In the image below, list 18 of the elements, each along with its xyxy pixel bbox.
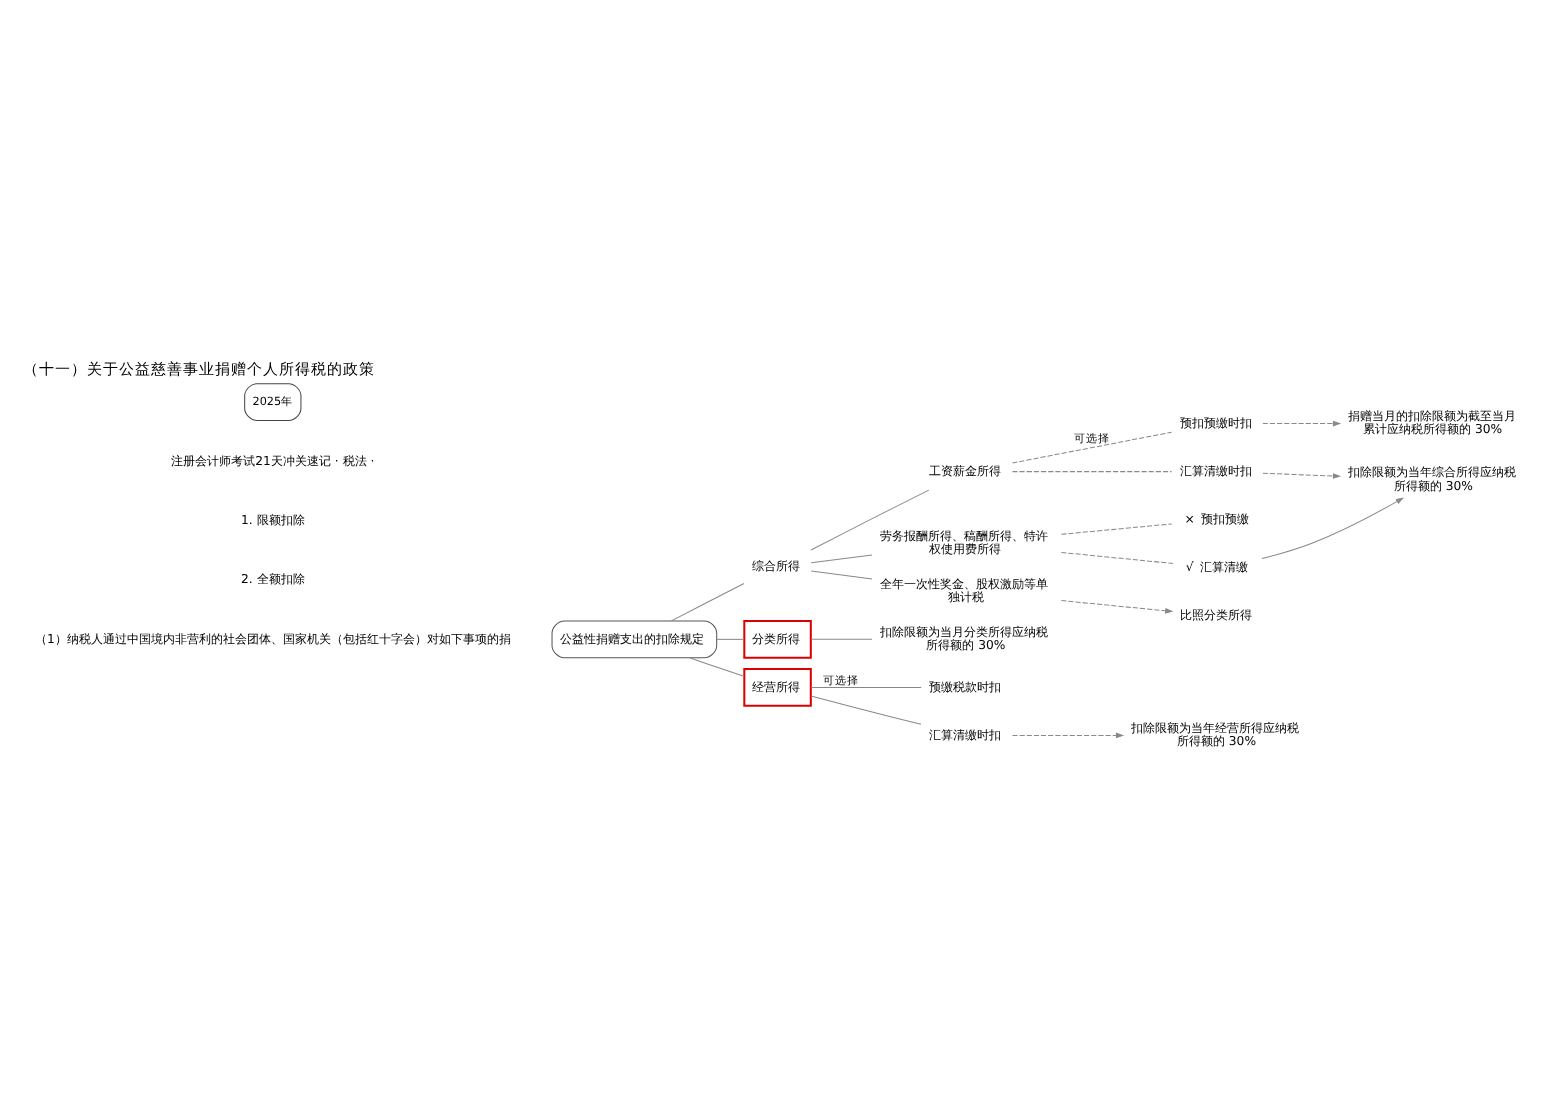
- connector: [810, 695, 922, 725]
- connector: [689, 657, 745, 677]
- connector: [1012, 431, 1173, 464]
- arrow: [1261, 497, 1404, 560]
- connector: [716, 638, 745, 640]
- arrow: [1262, 420, 1342, 427]
- connector: [810, 489, 930, 551]
- arrow: [1012, 732, 1125, 739]
- connector: [810, 686, 922, 688]
- connector: [810, 638, 873, 640]
- connector: [1012, 471, 1173, 473]
- connector: [810, 570, 873, 580]
- connector: [670, 582, 745, 622]
- connector: [810, 554, 873, 564]
- connector: [1060, 523, 1173, 535]
- arrow: [1060, 600, 1174, 614]
- arrow: [1262, 472, 1342, 479]
- connector: [1060, 551, 1174, 564]
